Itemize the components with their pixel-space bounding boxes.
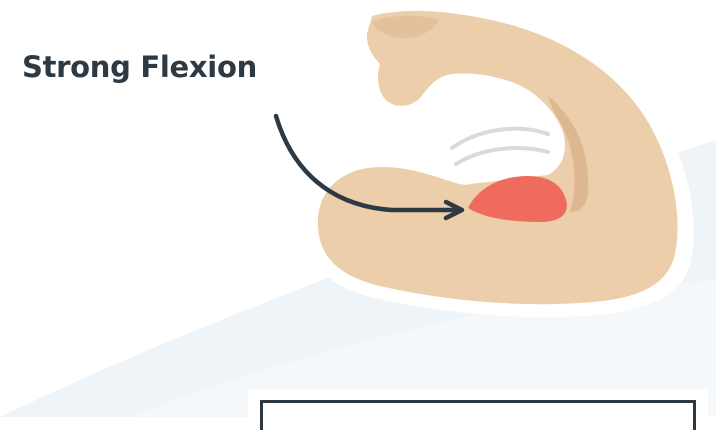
bottom-frame [260, 400, 696, 430]
flexed-arm-icon [0, 0, 716, 417]
motion-line-1 [452, 129, 548, 148]
motion-line-2 [456, 148, 548, 164]
